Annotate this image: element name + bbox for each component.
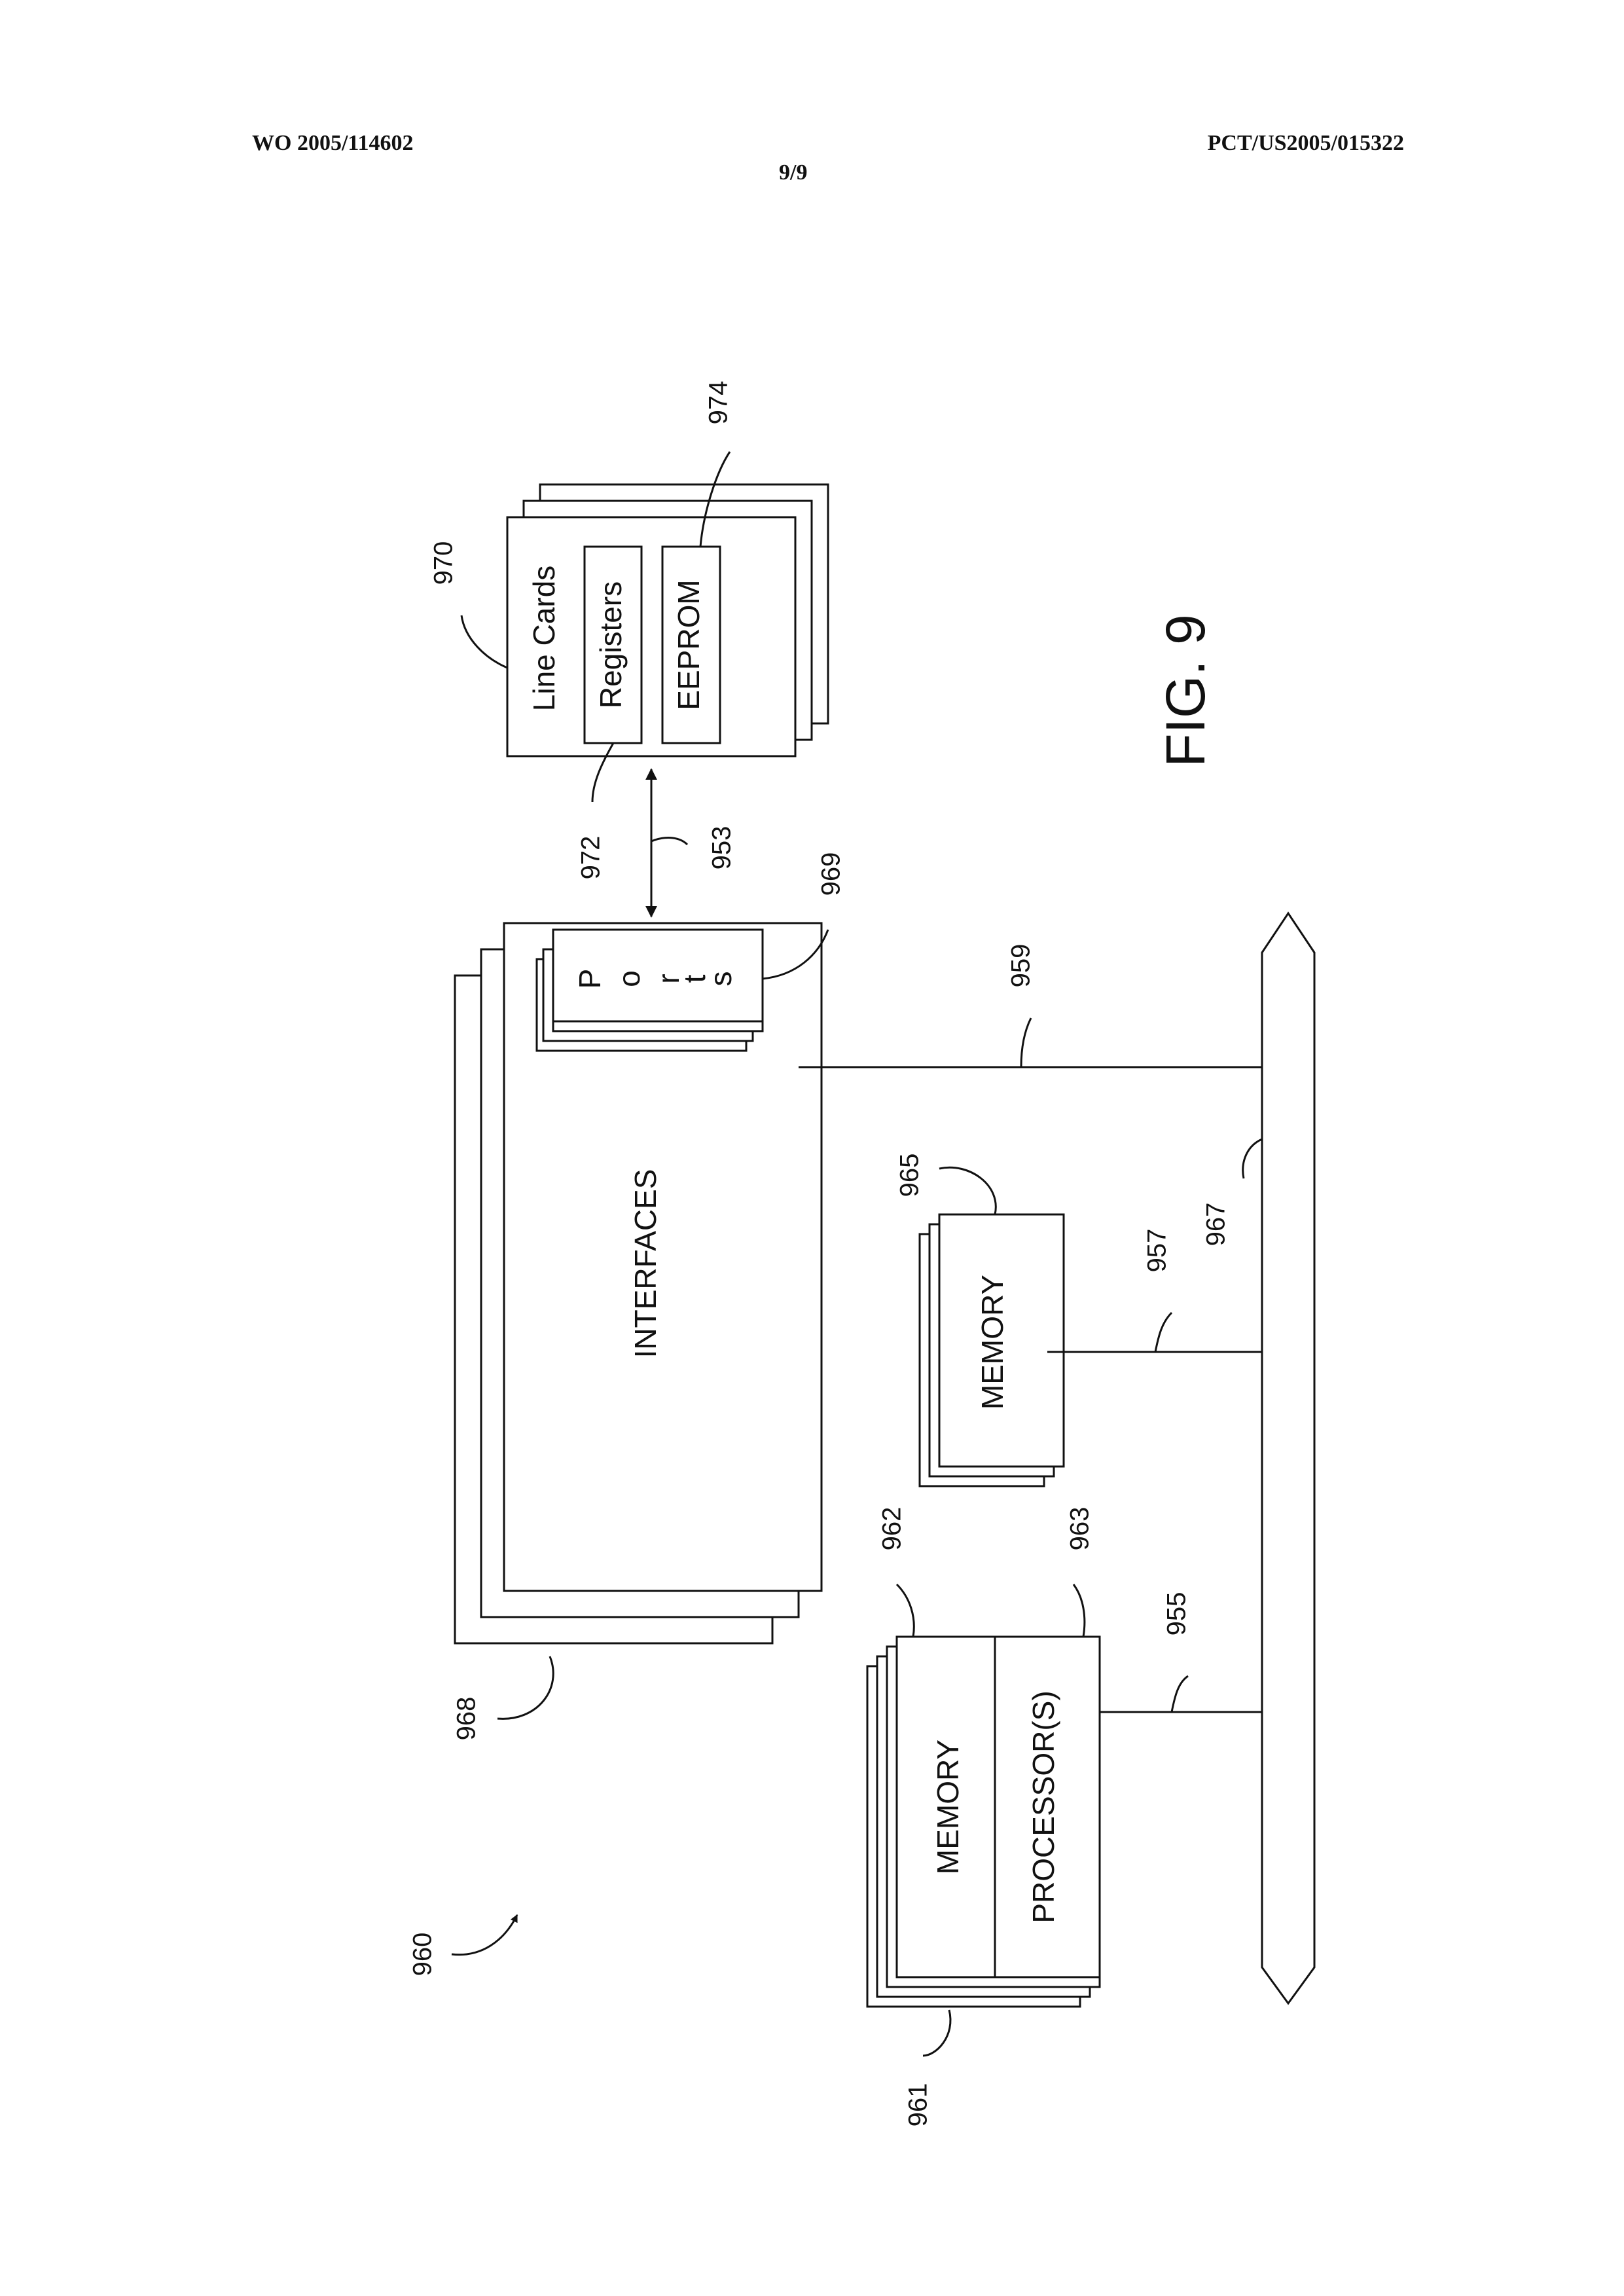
eeprom-block: EEPROM — [662, 547, 720, 743]
interfaces-label: INTERFACES — [628, 1169, 662, 1358]
ref-965: 965 — [895, 1154, 924, 1197]
registers-block: Registers — [585, 547, 641, 743]
ports-letter-2: o — [612, 970, 646, 987]
leader-959 — [1021, 1018, 1031, 1067]
leader-968 — [497, 1656, 553, 1719]
system-bus — [1262, 913, 1314, 2003]
ref-963: 963 — [1066, 1507, 1094, 1551]
ref-968: 968 — [452, 1697, 481, 1741]
leader-962 — [897, 1584, 914, 1637]
leader-955 — [1172, 1676, 1188, 1712]
memory-965-label: MEMORY — [975, 1275, 1009, 1410]
ref-957: 957 — [1143, 1229, 1172, 1273]
ref-955: 955 — [1163, 1592, 1191, 1636]
ref-959: 959 — [1007, 944, 1036, 988]
ref-961: 961 — [904, 2083, 933, 2127]
ports-letter-5: s — [704, 972, 738, 987]
leader-963 — [1074, 1584, 1085, 1637]
cpu-block: MEMORY PROCESSOR(S) — [867, 1637, 1100, 2007]
ref-969: 969 — [817, 852, 846, 896]
leader-967 — [1243, 1139, 1262, 1178]
ref-974: 974 — [704, 381, 733, 425]
registers-label: Registers — [594, 581, 628, 708]
leader-957 — [1155, 1313, 1172, 1352]
ref-967: 967 — [1202, 1203, 1231, 1247]
ref-962: 962 — [878, 1507, 907, 1551]
figure-label: FIG. 9 — [1155, 614, 1216, 767]
ports-letter-1: P — [573, 969, 607, 989]
leader-961 — [923, 2010, 950, 2056]
leader-960-arrow — [452, 1915, 517, 1955]
memory-965-block: MEMORY — [920, 1214, 1064, 1486]
leader-965 — [939, 1167, 996, 1214]
ref-953: 953 — [708, 826, 736, 870]
leader-970 — [461, 615, 507, 668]
processors-label: PROCESSOR(S) — [1026, 1690, 1060, 1923]
leader-953 — [651, 838, 687, 845]
ref-970: 970 — [429, 541, 458, 585]
ports-block: P o r t s — [537, 930, 763, 1051]
ref-972: 972 — [577, 836, 605, 880]
line-cards-label: Line Cards — [527, 566, 561, 711]
eeprom-label: EEPROM — [672, 579, 706, 710]
memory-962-label: MEMORY — [931, 1740, 965, 1874]
ref-960: 960 — [408, 1933, 437, 1977]
